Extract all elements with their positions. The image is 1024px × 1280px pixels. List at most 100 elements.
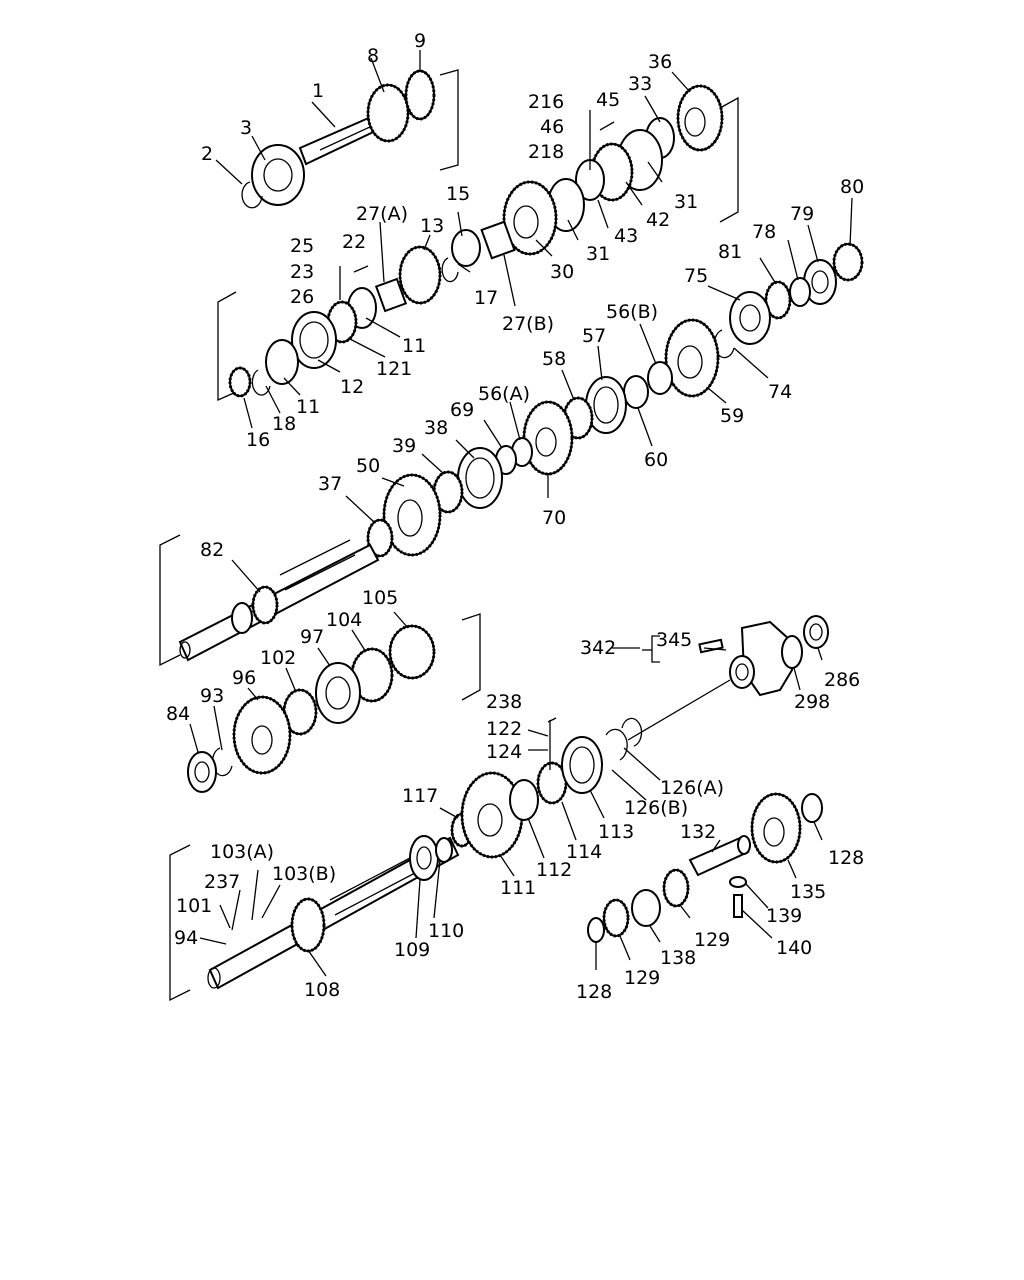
part-110-washer [435, 837, 453, 863]
part-128-washer [801, 793, 823, 823]
callout-132: 132 [680, 821, 716, 843]
callout-33: 33 [628, 73, 652, 95]
part-3-bearing [251, 144, 305, 206]
part-112-ring [509, 779, 539, 821]
callout-59: 59 [720, 405, 744, 427]
callout-46: 46 [540, 116, 564, 138]
callout-112: 112 [536, 859, 572, 881]
callout-45: 45 [596, 89, 620, 111]
callout-238: 238 [486, 691, 522, 713]
callout-105: 105 [362, 587, 398, 609]
part-60-collar [623, 375, 649, 409]
countershaft-lower-group [169, 679, 731, 1002]
callout-129-b: 129 [624, 967, 660, 989]
callout-56a: 56(A) [478, 383, 530, 405]
callout-342: 342 [580, 637, 616, 659]
callout-138: 138 [660, 947, 696, 969]
mainshaft-middle-group [366, 242, 864, 558]
callout-23: 23 [290, 261, 314, 283]
callout-126b: 126(B) [624, 797, 688, 819]
callout-60: 60 [644, 449, 668, 471]
callout-237: 237 [204, 871, 240, 893]
callout-129-a: 129 [694, 929, 730, 951]
extension-housing-group [642, 615, 829, 697]
callout-128-b: 128 [576, 981, 612, 1003]
part-139-washer [729, 876, 747, 888]
part-298-ring [781, 635, 803, 669]
callout-27b: 27(B) [502, 313, 554, 335]
callout-121: 121 [376, 358, 412, 380]
callout-69: 69 [450, 399, 474, 421]
leader-lines [189, 71, 853, 977]
callout-2: 2 [201, 143, 213, 165]
callout-74: 74 [768, 381, 792, 403]
mainshaft-upper-group [217, 84, 739, 402]
callout-57: 57 [582, 325, 606, 347]
callout-1: 1 [312, 80, 324, 102]
bracket-line [439, 69, 459, 171]
callout-42: 42 [646, 209, 670, 231]
part-18-snap-ring [251, 369, 271, 396]
reverse-idler-group [587, 792, 823, 943]
part-15-collar [451, 229, 481, 267]
callout-216: 216 [528, 91, 564, 113]
output-shaft-group [159, 534, 380, 667]
callout-102: 102 [260, 647, 296, 669]
part-27a-needle-bearing [374, 277, 408, 313]
callout-15: 15 [446, 183, 470, 205]
callout-96: 96 [232, 667, 256, 689]
callout-labels: 1 2 3 8 9 216 45 46 218 33 36 31 42 43 3… [166, 30, 864, 1003]
countershaft-upper-group [187, 613, 481, 793]
callout-70: 70 [542, 507, 566, 529]
callout-81: 81 [718, 241, 742, 263]
part-11-ring-b [265, 339, 299, 385]
callout-80: 80 [840, 176, 864, 198]
callout-3: 3 [240, 117, 252, 139]
callout-128-a: 128 [828, 847, 864, 869]
part-138-spacer [631, 889, 661, 927]
callout-58: 58 [542, 348, 566, 370]
callout-101: 101 [176, 895, 212, 917]
part-38-synchro [457, 447, 503, 509]
input-shaft-group [215, 50, 459, 209]
callout-111: 111 [500, 877, 536, 899]
callout-16: 16 [246, 429, 270, 451]
callout-298: 298 [794, 691, 830, 713]
part-108-countershaft [208, 836, 460, 990]
callout-31-a: 31 [674, 191, 698, 213]
callout-78: 78 [752, 221, 776, 243]
callout-27a: 27(A) [356, 203, 408, 225]
callout-135: 135 [790, 881, 826, 903]
callout-12: 12 [340, 376, 364, 398]
callout-124: 124 [486, 741, 522, 763]
callout-13: 13 [420, 215, 444, 237]
callout-103b: 103(B) [272, 863, 336, 885]
callout-109: 109 [394, 939, 430, 961]
part-75-bearing [729, 291, 771, 345]
callout-43: 43 [614, 225, 638, 247]
callout-30: 30 [550, 261, 574, 283]
part-286-nut [803, 615, 829, 649]
part-128-washer-b [587, 917, 605, 943]
part-27b-needle-bearing [480, 220, 516, 260]
part-84-bearing [187, 751, 217, 793]
part-2-snap-ring [241, 181, 263, 209]
callout-37: 37 [318, 473, 342, 495]
callout-286: 286 [824, 669, 860, 691]
callout-82: 82 [200, 539, 224, 561]
callout-18: 18 [272, 413, 296, 435]
part-17-snap-ring [441, 257, 459, 283]
part-109-bearing [409, 835, 439, 881]
callout-84: 84 [166, 703, 190, 725]
part-126-rings [605, 717, 643, 761]
callout-345: 345 [656, 629, 692, 651]
callout-104: 104 [326, 609, 362, 631]
callout-140: 140 [776, 937, 812, 959]
callout-8: 8 [367, 45, 379, 67]
callout-108: 108 [304, 979, 340, 1001]
callout-31-b: 31 [586, 243, 610, 265]
callout-110: 110 [428, 920, 464, 942]
part-12-sleeve [291, 311, 337, 369]
callout-139: 139 [766, 905, 802, 927]
